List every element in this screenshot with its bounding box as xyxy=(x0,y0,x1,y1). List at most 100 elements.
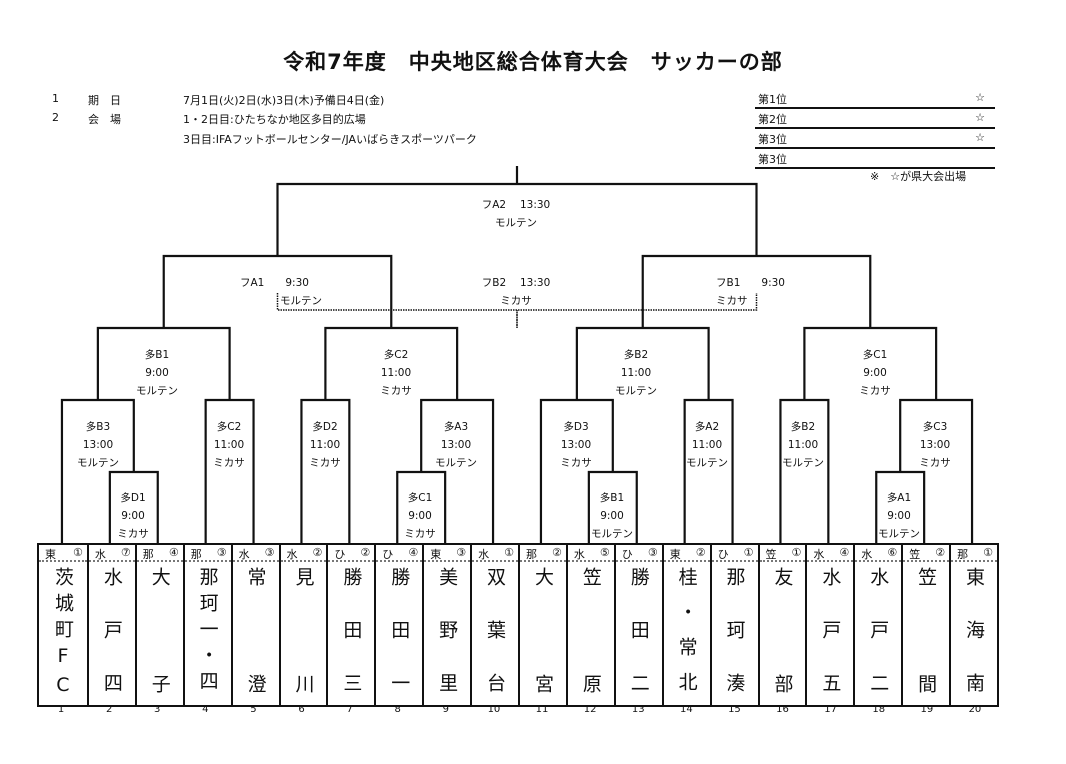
team-region: 東 xyxy=(430,548,442,561)
match-code: 多D3 xyxy=(563,421,589,433)
placing-row: 第3位 xyxy=(755,148,995,169)
team-region: 水 xyxy=(478,548,490,561)
match-venue: モルテン xyxy=(591,528,633,540)
info-label: 期 日 xyxy=(88,94,121,107)
match-code: 多C3 xyxy=(922,421,948,433)
placing-row: 第2位☆ xyxy=(755,108,995,129)
match-time: 11:00 xyxy=(213,439,245,451)
match-venue: モルテン xyxy=(878,528,920,540)
team-region: 水 xyxy=(94,548,106,561)
match-code: 多B1 xyxy=(144,349,170,361)
team-region: 水 xyxy=(813,548,825,561)
match-venue: モルテン xyxy=(136,385,178,397)
team-number: 19 xyxy=(920,704,934,715)
team-rank: ① xyxy=(504,546,514,559)
team-name-cell: 勝田二 xyxy=(616,562,662,705)
team-name-cell: 大宮 xyxy=(520,562,566,705)
match-venue: モルテン xyxy=(782,457,824,469)
team-name: 水戸二 xyxy=(867,567,890,705)
match-code: 多D1 xyxy=(120,492,146,504)
match-venue: ミカサ xyxy=(500,295,532,307)
team-number: 12 xyxy=(583,704,597,715)
team-name: 勝田一 xyxy=(388,567,411,705)
team-name: 双葉台 xyxy=(484,567,507,705)
placing-label: 第1位 xyxy=(758,93,787,106)
team-number: 18 xyxy=(872,704,886,715)
team-number: 20 xyxy=(968,704,982,715)
match-time: 9:00 xyxy=(863,367,887,379)
page-title: 令和7年度 中央地区総合体育大会 サッカーの部 xyxy=(283,50,783,74)
team-name: 見川 xyxy=(292,567,315,705)
team-rank: ② xyxy=(312,546,323,559)
team-number: 5 xyxy=(250,704,257,715)
team-number: 17 xyxy=(824,704,837,715)
team-rank: ④ xyxy=(168,546,179,559)
team-rank: ① xyxy=(743,546,754,559)
match-venue: モルテン xyxy=(495,217,537,229)
team-column: 那 ④ 大子 xyxy=(134,545,183,705)
team-name: 茨城町FC xyxy=(51,567,74,703)
match-venue: ミカサ xyxy=(213,457,245,469)
team-region: 水 xyxy=(861,548,873,561)
team-region: 水 xyxy=(238,548,250,561)
match-code: 多A2 xyxy=(694,421,720,433)
team-region: 東 xyxy=(669,548,681,561)
team-number: 3 xyxy=(154,704,161,715)
match-venue: ミカサ xyxy=(309,457,341,469)
team-name-cell: 勝田一 xyxy=(376,562,422,705)
team-name-cell: 水戸五 xyxy=(807,562,853,705)
match-time: 11:00 xyxy=(309,439,341,451)
team-region: 那 xyxy=(142,548,154,561)
info-value: 3日目:IFAフットボールセンター/JAいばらきスポーツパーク xyxy=(183,133,477,146)
team-name-cell: 笠間 xyxy=(903,562,949,705)
team-region: ひ xyxy=(334,548,346,561)
team-name-cell: 見川 xyxy=(281,562,327,705)
team-rank: ④ xyxy=(408,546,419,559)
team-rank: ⑦ xyxy=(120,546,131,559)
team-name-cell: 桂・常北 xyxy=(664,562,710,705)
team-rank: ① xyxy=(73,546,83,559)
star-icon: ☆ xyxy=(975,131,985,144)
team-name-cell: 双葉台 xyxy=(472,562,518,705)
placing-row: 第3位 ☆ xyxy=(755,128,995,149)
team-number: 8 xyxy=(394,704,401,715)
team-name-cell: 常澄 xyxy=(233,562,279,705)
match-time: 9:00 xyxy=(121,510,145,522)
team-number: 1 xyxy=(57,704,65,715)
team-number: 11 xyxy=(535,704,549,715)
team-name-cell: 東海南 xyxy=(951,562,997,705)
match-time: 13:00 xyxy=(560,439,592,451)
team-name-cell: 大子 xyxy=(137,562,183,705)
match-time: 11:00 xyxy=(691,439,723,451)
placing-label: 第3位 xyxy=(758,133,787,146)
star-icon: ☆ xyxy=(975,91,985,104)
team-region: 東 xyxy=(45,548,56,561)
info-num: 2 xyxy=(52,111,59,124)
team-rank: ③ xyxy=(216,546,227,559)
match-venue: ミカサ xyxy=(716,295,748,307)
team-rank: ③ xyxy=(264,546,275,559)
